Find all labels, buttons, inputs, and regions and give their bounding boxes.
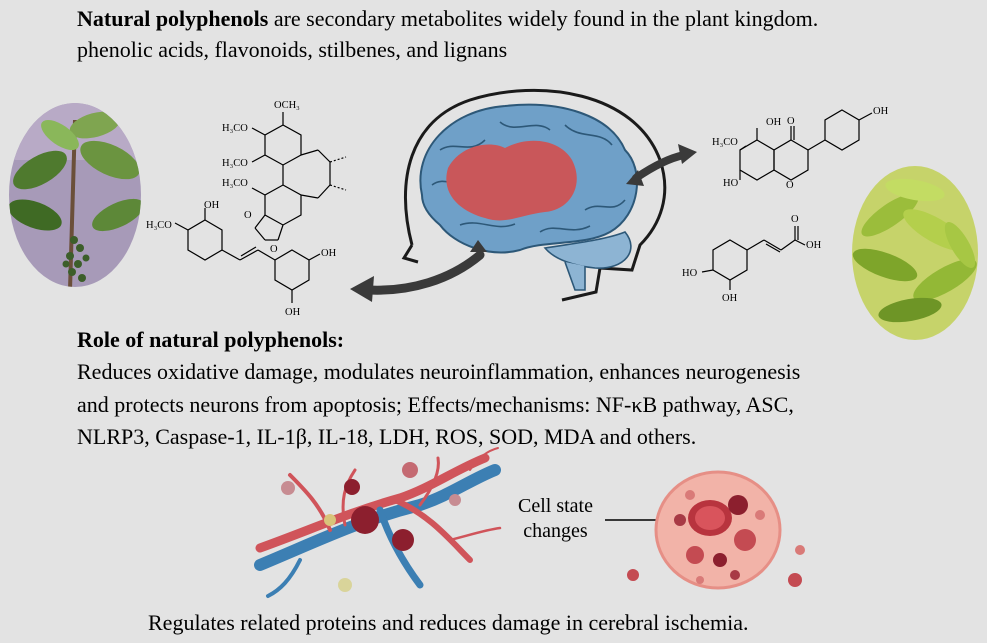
stilbene-structure	[174, 208, 321, 303]
chem-label-oh: OH	[806, 240, 822, 251]
chem-label-h3co: H₃CO	[222, 178, 248, 189]
chem-label-h3co: H₃CO	[712, 137, 738, 148]
polyphenol-classes: phenolic acids, flavonoids, stilbenes, a…	[77, 37, 508, 62]
chem-label-h3co: H₃CO	[222, 123, 248, 134]
role-text-line-2: and protects neurons from apoptosis; Eff…	[77, 392, 794, 417]
chem-label-oh: OH	[873, 106, 889, 117]
cell-state-label-line-2: changes	[523, 520, 588, 542]
tea-leaf-photo-right	[852, 166, 978, 340]
floating-cells	[627, 545, 805, 587]
chem-label-oh: OH	[766, 117, 782, 128]
brain	[419, 103, 638, 291]
plant-photo-left	[9, 103, 141, 287]
intro-bold-term: Natural polyphenols	[77, 6, 269, 31]
caffeic-acid-labels: O OH HO OH	[682, 214, 822, 304]
head-brain-illustration	[401, 88, 667, 302]
chem-label-oh: OH	[204, 200, 220, 211]
chem-label-h3co: H₃CO	[146, 220, 172, 231]
chem-label-oh: OH	[285, 307, 301, 318]
chem-label-h3co: H₃CO	[222, 158, 248, 169]
chem-label-ho: HO	[682, 268, 698, 279]
role-heading: Role of natural polyphenols:	[77, 327, 345, 352]
chem-label-o: O	[244, 210, 252, 221]
chem-label-ho: HO	[723, 178, 739, 189]
chem-label-o: O	[791, 214, 799, 225]
isoflavone-labels: OH O H₃CO HO O OH	[712, 106, 889, 191]
caffeic-acid-structure	[701, 226, 806, 290]
chem-label-o: O	[786, 180, 794, 191]
arrow-brain-to-right	[626, 144, 697, 186]
footer-caption: Regulates related proteins and reduces d…	[148, 610, 749, 635]
role-text-line-1: Reduces oxidative damage, modulates neur…	[77, 359, 801, 384]
chem-label-och3: OCH₃	[274, 100, 300, 111]
damaged-cell-illustration	[654, 470, 782, 590]
chem-label-oh: OH	[321, 248, 337, 259]
blood-cells	[281, 462, 461, 592]
cell-state-label: Cell state changes	[518, 494, 593, 544]
isoflavone-structure	[739, 109, 873, 181]
blood-vessel-illustration	[254, 447, 502, 598]
lignan-structure	[251, 112, 347, 241]
role-text-line-3: NLRP3, Caspase-1, IL-1β, IL-18, LDH, ROS…	[77, 424, 697, 449]
intro-sentence: Natural polyphenols are secondary metabo…	[77, 6, 818, 32]
chem-label-oh: OH	[722, 293, 738, 304]
cell-state-label-line-1: Cell state	[518, 495, 593, 517]
lignan-labels: OCH₃ H₃CO H₃CO H₃CO O O	[222, 100, 300, 255]
chem-label-o: O	[787, 116, 795, 127]
chem-label-o: O	[270, 244, 278, 255]
arrow-brain-to-left	[350, 240, 487, 302]
stilbene-labels: OH H₃CO OH OH	[146, 200, 337, 318]
intro-sentence-rest: are secondary metabolites widely found i…	[268, 6, 819, 31]
